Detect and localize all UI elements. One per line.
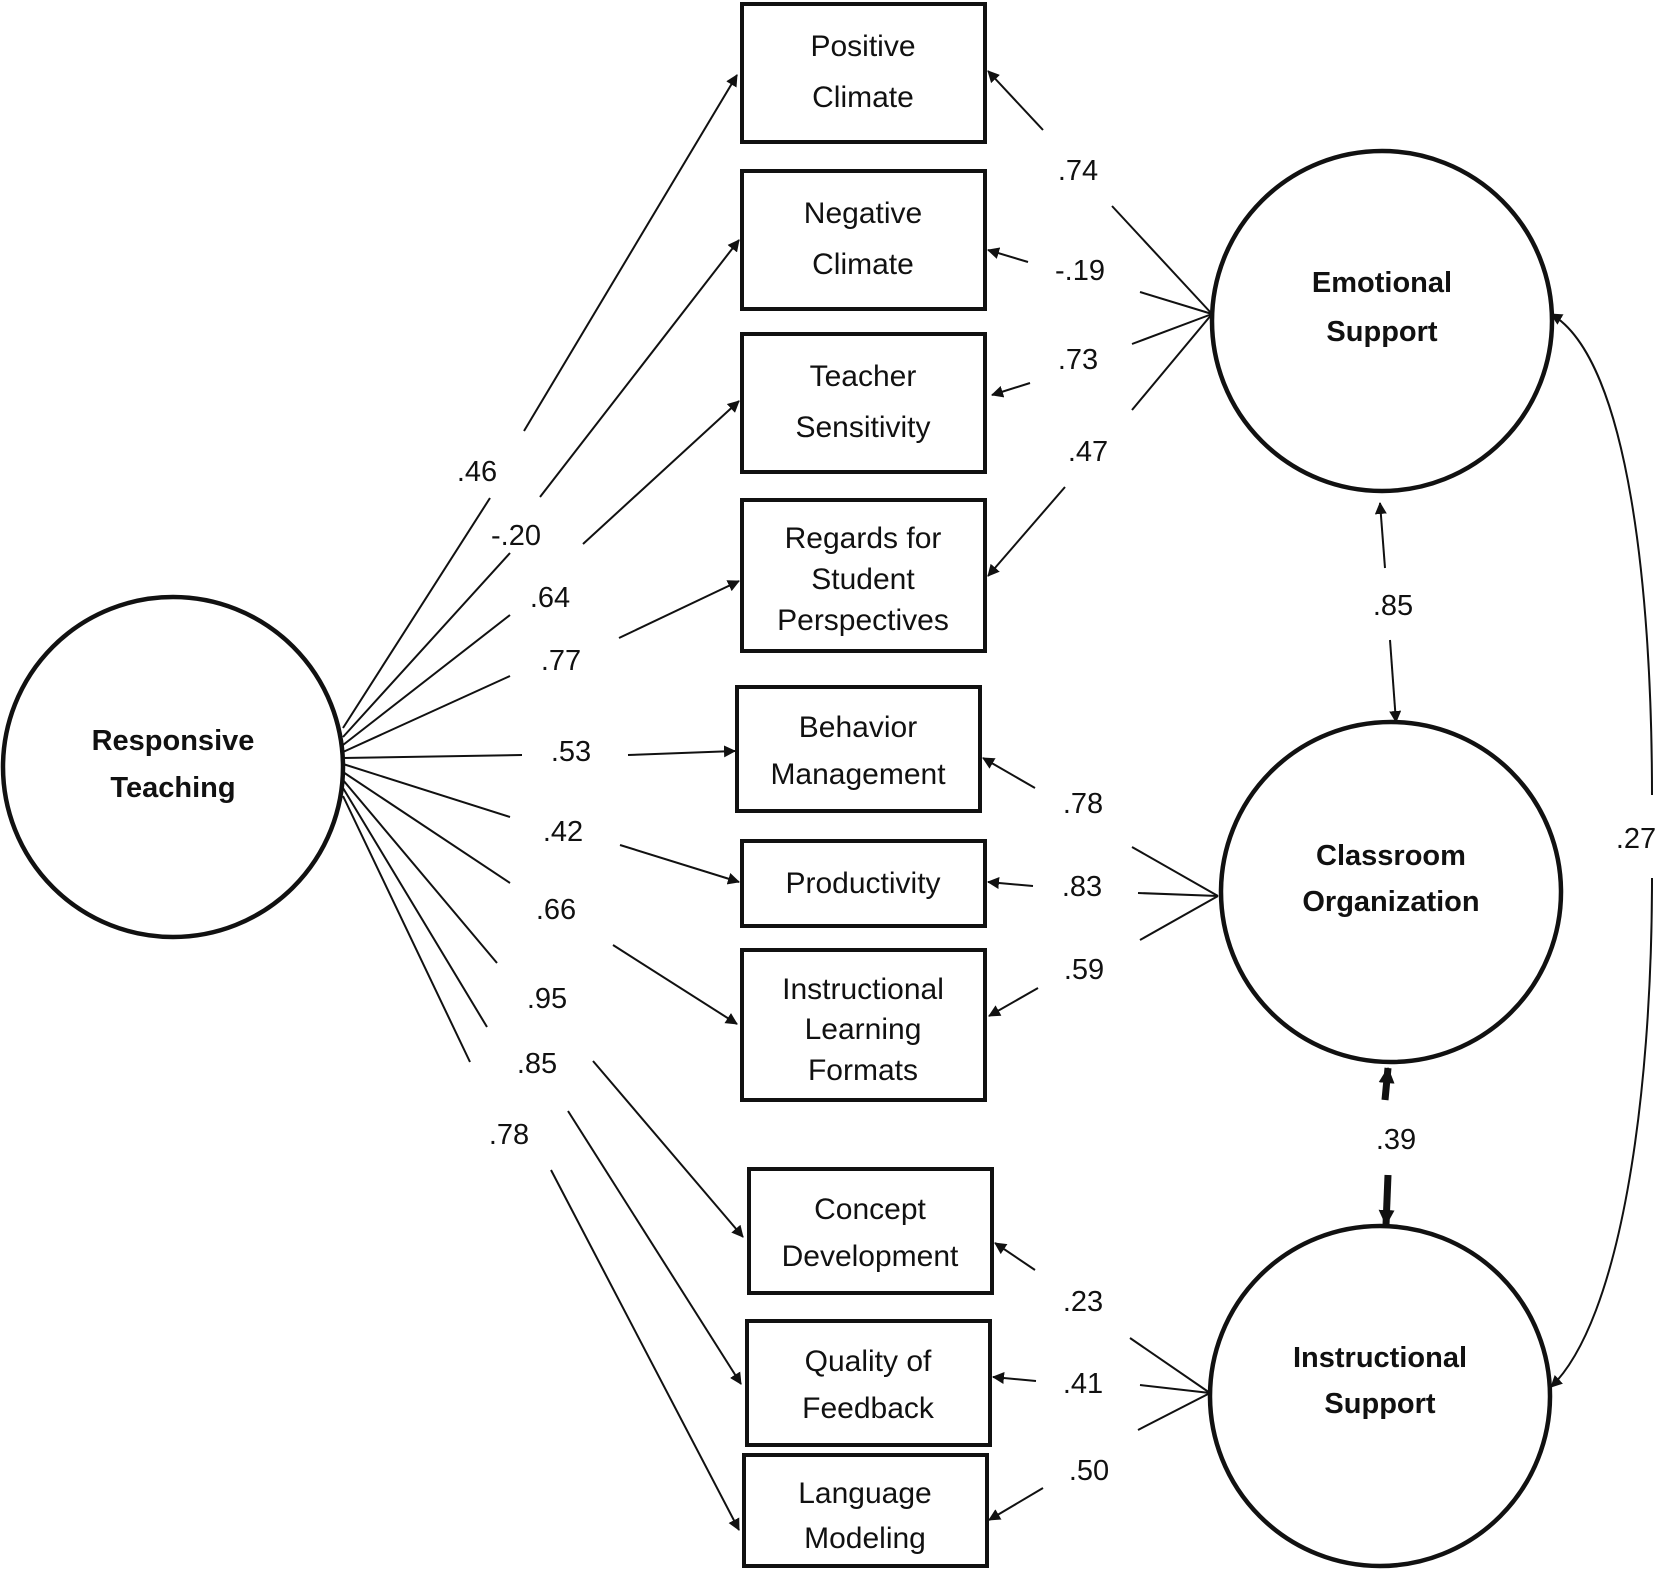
box-regards-for-student-perspectives: Regards for Student Perspectives bbox=[740, 498, 987, 653]
teacher-sensitivity-line-1: Teacher bbox=[810, 360, 917, 393]
responsive-loading-labels: .46 -.20 .64 .77 .53 .42 .66 .95 .85 .78 bbox=[457, 456, 591, 1151]
correlation-labels: .85 .39 .27 bbox=[1373, 590, 1656, 1156]
concept-development-line-2: Development bbox=[782, 1240, 959, 1273]
box-teacher-sensitivity: Teacher Sensitivity bbox=[740, 332, 987, 474]
positive-climate-line-2: Climate bbox=[812, 81, 914, 114]
loading-rt-teacher-sensitivity: .64 bbox=[530, 582, 570, 614]
box-quality-of-feedback: Quality of Feedback bbox=[745, 1319, 992, 1447]
instructional-support-line-1: Instructional bbox=[1293, 1342, 1467, 1374]
factor-instructional-support: Instructional Support bbox=[1207, 1223, 1553, 1569]
concept-development-line-1: Concept bbox=[814, 1193, 926, 1226]
language-modeling-line-1: Language bbox=[798, 1477, 931, 1510]
productivity-line-1: Productivity bbox=[785, 867, 940, 900]
domain-loading-lines bbox=[982, 70, 1219, 1521]
responsive-loading-lines bbox=[342, 74, 744, 1531]
loading-rt-negative-climate: -.20 bbox=[491, 520, 541, 552]
box-positive-climate: Positive Climate bbox=[740, 2, 987, 144]
loading-is-language-modeling: .50 bbox=[1069, 1455, 1109, 1487]
loading-is-quality-of-feedback: .41 bbox=[1063, 1368, 1103, 1400]
loading-rt-language-modeling: .78 bbox=[489, 1119, 529, 1151]
factor-classroom-organization: Classroom Organization bbox=[1218, 719, 1564, 1065]
loading-es-regards: .47 bbox=[1068, 436, 1108, 468]
box-concept-development: Concept Development bbox=[747, 1167, 994, 1295]
classroom-organization-line-2: Organization bbox=[1302, 886, 1479, 918]
language-modeling-line-2: Modeling bbox=[804, 1522, 926, 1555]
quality-of-feedback-line-1: Quality of bbox=[805, 1345, 932, 1378]
factor-responsive-teaching: Responsive Teaching bbox=[0, 594, 346, 940]
corr-emotional-classroom: .85 bbox=[1373, 590, 1413, 622]
loading-rt-behavior-management: .53 bbox=[551, 736, 591, 768]
emotional-support-line-1: Emotional bbox=[1312, 267, 1452, 299]
loading-co-behavior-management: .78 bbox=[1063, 788, 1103, 820]
loading-es-negative-climate: -.19 bbox=[1055, 255, 1105, 287]
ilf-line-3: Formats bbox=[808, 1054, 918, 1087]
loading-co-productivity: .83 bbox=[1062, 871, 1102, 903]
regards-line-3: Perspectives bbox=[777, 604, 949, 637]
box-instructional-learning-formats: Instructional Learning Formats bbox=[740, 948, 987, 1102]
teacher-sensitivity-line-2: Sensitivity bbox=[795, 411, 930, 444]
box-negative-climate: Negative Climate bbox=[740, 169, 987, 311]
box-language-modeling: Language Modeling bbox=[742, 1453, 989, 1568]
ilf-line-2: Learning bbox=[805, 1013, 922, 1046]
behavior-management-line-2: Management bbox=[770, 758, 946, 791]
loading-rt-positive-climate: .46 bbox=[457, 456, 497, 488]
negative-climate-line-1: Negative bbox=[804, 197, 922, 230]
quality-of-feedback-line-2: Feedback bbox=[802, 1392, 935, 1425]
loading-rt-quality-of-feedback: .85 bbox=[517, 1048, 557, 1080]
regards-line-2: Student bbox=[811, 563, 915, 596]
loading-rt-ilf: .66 bbox=[536, 894, 576, 926]
domain-loading-labels: .74 -.19 .73 .47 .78 .83 .59 .23 .41 .50 bbox=[1055, 155, 1109, 1487]
loading-es-teacher-sensitivity: .73 bbox=[1058, 344, 1098, 376]
regards-line-1: Regards for bbox=[785, 522, 942, 555]
correlation-lines bbox=[1374, 313, 1653, 1388]
box-productivity: Productivity bbox=[740, 839, 987, 928]
loading-es-positive-climate: .74 bbox=[1058, 155, 1098, 187]
corr-emotional-instructional: .27 bbox=[1616, 823, 1656, 855]
responsive-teaching-line-2: Teaching bbox=[110, 772, 235, 804]
loading-rt-concept-development: .95 bbox=[527, 983, 567, 1015]
responsive-teaching-line-1: Responsive bbox=[92, 725, 255, 757]
loading-rt-productivity: .42 bbox=[543, 816, 583, 848]
corr-classroom-instructional: .39 bbox=[1376, 1124, 1416, 1156]
emotional-support-line-2: Support bbox=[1326, 316, 1437, 348]
classroom-organization-line-1: Classroom bbox=[1316, 840, 1466, 872]
loading-co-ilf: .59 bbox=[1064, 954, 1104, 986]
factor-emotional-support: Emotional Support bbox=[1209, 148, 1555, 494]
behavior-management-line-1: Behavior bbox=[799, 711, 917, 744]
instructional-support-line-2: Support bbox=[1324, 1388, 1435, 1420]
box-behavior-management: Behavior Management bbox=[735, 685, 982, 813]
loading-is-concept-development: .23 bbox=[1063, 1286, 1103, 1318]
positive-climate-line-1: Positive bbox=[810, 30, 915, 63]
ilf-line-1: Instructional bbox=[782, 973, 944, 1006]
negative-climate-line-2: Climate bbox=[812, 248, 914, 281]
loading-rt-regards: .77 bbox=[541, 645, 581, 677]
